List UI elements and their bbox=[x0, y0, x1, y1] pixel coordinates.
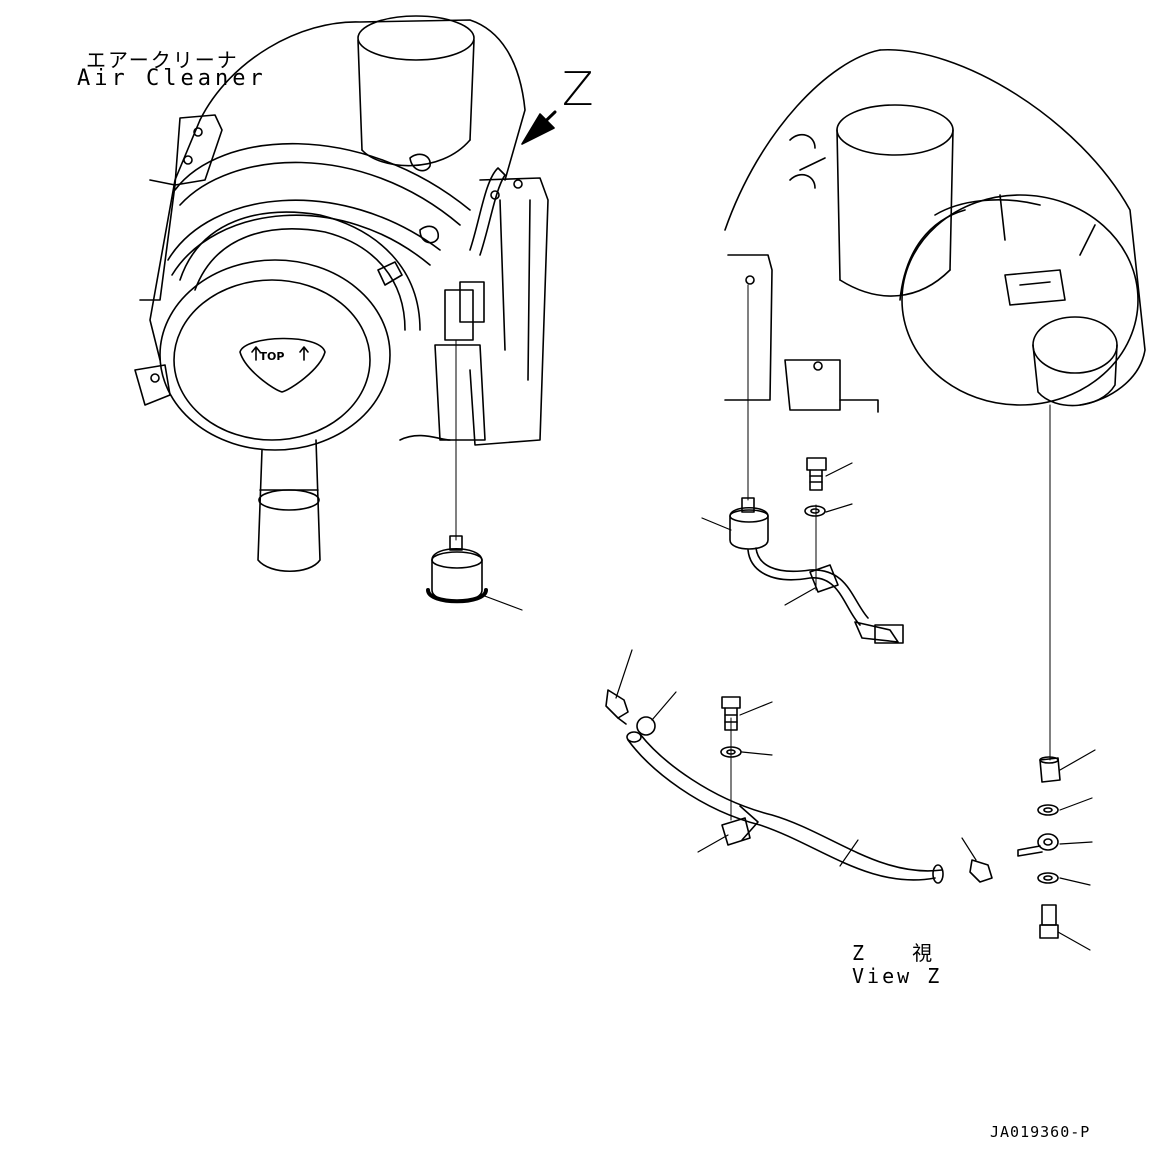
small-fitting-part bbox=[961, 837, 993, 883]
right-fittings-column bbox=[1017, 749, 1096, 951]
view-z-arrow-label: Z bbox=[562, 62, 594, 116]
view-z-arrow bbox=[521, 110, 557, 145]
sensor-harness-part bbox=[701, 497, 904, 644]
restriction-indicator-part bbox=[426, 535, 523, 611]
air-cleaner-label-en: Air Cleaner bbox=[77, 66, 267, 91]
bolt-washer-upper bbox=[804, 457, 853, 517]
hose-assembly-part bbox=[605, 649, 944, 884]
top-mark-text: TOP bbox=[260, 350, 285, 363]
view-z-label-en: View Z bbox=[852, 964, 943, 988]
view-z-label-jp: Z 視 bbox=[852, 941, 951, 965]
view-z-illustration bbox=[724, 49, 1146, 821]
air-cleaner-illustration: TOP bbox=[134, 15, 549, 572]
air-cleaner-label-jp: エアークリーナ bbox=[86, 48, 239, 72]
drawing-code: JA019360-P bbox=[990, 1123, 1091, 1141]
